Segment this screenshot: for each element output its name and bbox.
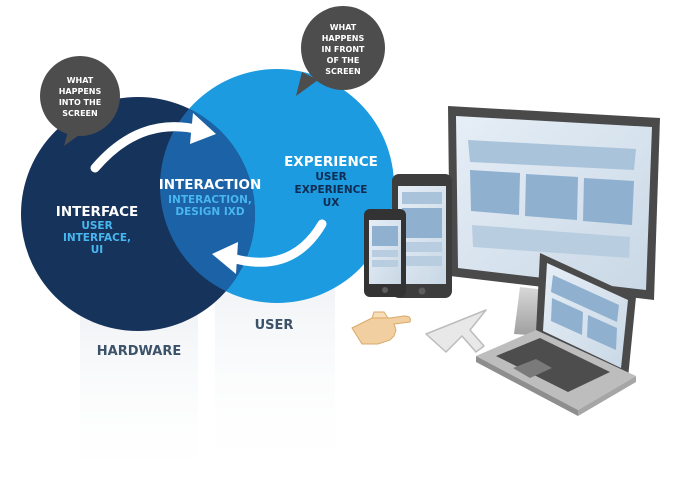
bubble-into-screen: WHAT HAPPENS INTO THE SCREEN: [40, 56, 120, 146]
arrow-cursor-icon: [425, 309, 487, 353]
bubble-left-line-3: INTO THE: [59, 98, 101, 107]
bubble-left-line-4: SCREEN: [62, 109, 97, 118]
experience-title: EXPERIENCE: [284, 154, 378, 170]
bubble-right-line-3: IN FRONT: [321, 45, 365, 54]
bubble-left-line-2: HAPPENS: [59, 87, 102, 96]
desktop-monitor-icon: [448, 106, 660, 340]
interface-sub-1: USER: [81, 220, 112, 232]
bubble-right-line-5: SCREEN: [325, 67, 360, 76]
bubble-right-line-4: OF THE: [327, 56, 360, 65]
experience-sub-3: UX: [323, 197, 340, 209]
interface-sub-3: UI: [91, 244, 103, 256]
user-pillar: USER: [215, 270, 335, 480]
interaction-sub-2: DESIGN IXD: [175, 206, 244, 218]
forward-arrow-icon: [90, 113, 216, 173]
return-arrow-icon: [212, 219, 327, 274]
experience-block: EXPERIENCE USER EXPERIENCE UX: [284, 154, 378, 209]
interaction-title: INTERACTION: [159, 177, 262, 193]
hand-pointer-icon: [351, 311, 411, 345]
bubble-in-front-of-screen: WHAT HAPPENS IN FRONT OF THE SCREEN: [296, 6, 385, 96]
user-label: USER: [255, 318, 294, 333]
bubble-right-line-2: HAPPENS: [322, 34, 365, 43]
hardware-pillar: HARDWARE: [80, 300, 198, 490]
phone-icon: [364, 209, 406, 297]
bubble-left-line-1: WHAT: [67, 76, 94, 85]
interface-title: INTERFACE: [56, 204, 138, 220]
bubble-right-line-1: WHAT: [330, 23, 357, 32]
interface-sub-2: INTERFACE,: [63, 232, 131, 244]
interface-block: INTERFACE USER INTERFACE, UI: [56, 204, 138, 256]
experience-sub-1: USER: [315, 171, 346, 183]
interaction-sub-1: INTERACTION,: [168, 194, 252, 206]
experience-sub-2: EXPERIENCE: [295, 184, 368, 196]
laptop-icon: [476, 253, 636, 416]
interaction-block: INTERACTION INTERACTION, DESIGN IXD: [159, 177, 262, 218]
hardware-label: HARDWARE: [97, 344, 181, 359]
